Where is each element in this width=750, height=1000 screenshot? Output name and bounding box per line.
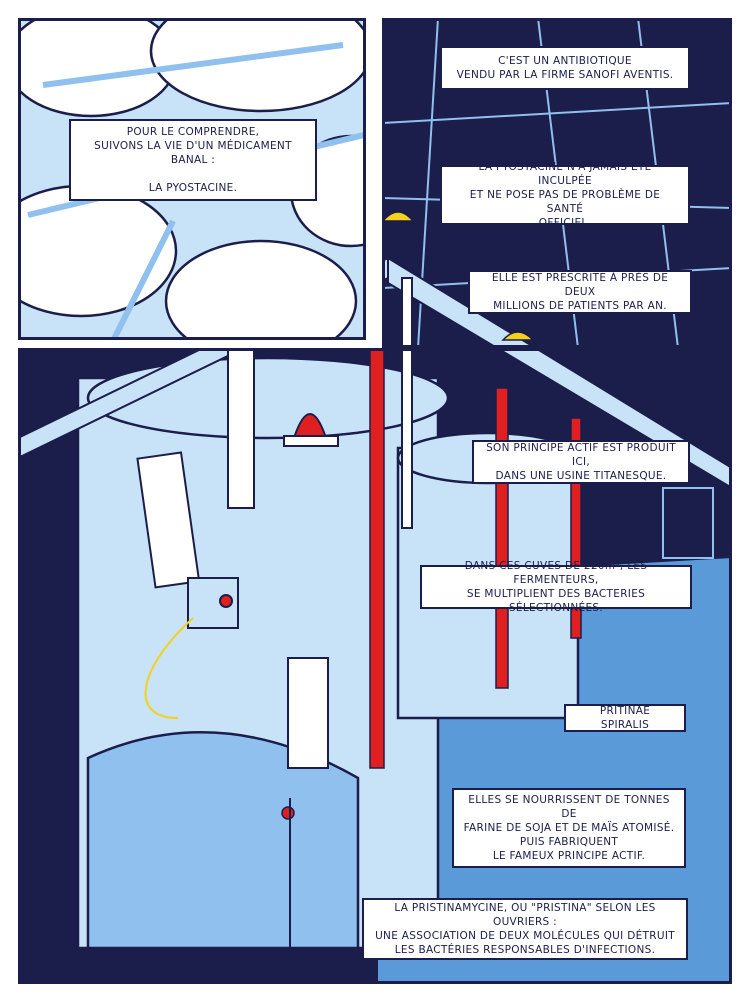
caption-antibiotic: C'EST UN ANTIBIOTIQUE VENDU PAR LA FIRME… (440, 46, 690, 90)
caption-species: PRITINAE SPIRALIS (564, 704, 686, 732)
caption-not-indicted: LA PYOSTACINE N'A JAMAIS ÉTÉ INCULPÉE ET… (440, 161, 690, 229)
panel-pills-frame: POUR LE COMPRENDRE, SUIVONS LA VIE D'UN … (18, 18, 366, 340)
gutter-right (366, 0, 382, 348)
gutter-mid (0, 340, 382, 348)
factory-illustration (17, 17, 733, 984)
caption-nourish: ELLES SE NOURRISSENT DE TONNES DE FARINE… (452, 788, 686, 868)
gutter-top-left (0, 0, 382, 18)
caption-intro-top: POUR LE COMPRENDRE, SUIVONS LA VIE D'UN … (69, 119, 317, 201)
caption-factory: SON PRINCIPE ACTIF EST PRODUIT ICI, DANS… (472, 440, 690, 484)
caption-pristinamycine: LA PRISTINAMYCINE, OU "PRISTINA" SELON L… (362, 898, 688, 960)
caption-prescribed: ELLE EST PRESCRITE À PRÈS DE DEUX MILLIO… (468, 270, 692, 314)
caption-tanks: DANS CES CUVES DE 220m³, LES FERMENTEURS… (420, 560, 692, 614)
